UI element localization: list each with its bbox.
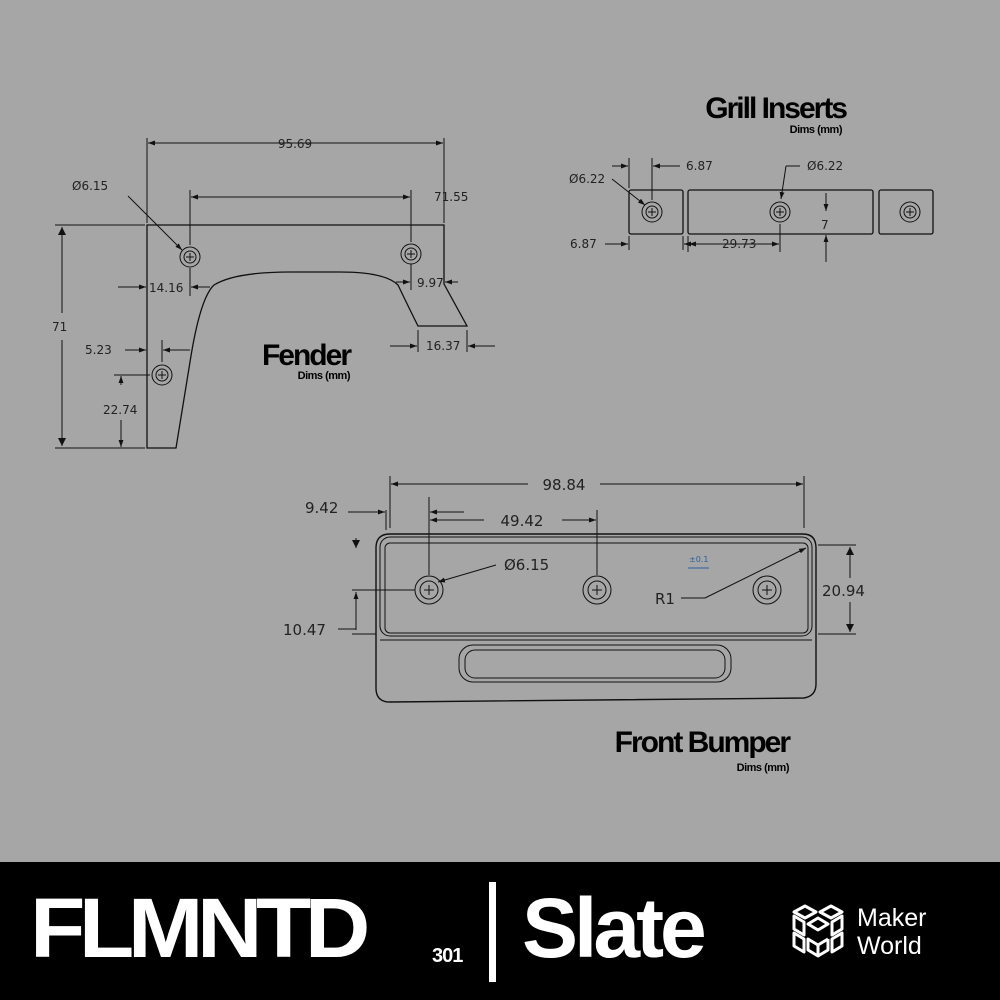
brand-divider [489,882,496,982]
grill-dim-hole-diameter-left: Ø6.22 [569,172,605,186]
fender-dim-tip-width: 16.37 [426,339,460,353]
bumper-dim-overall-width: 98.84 [543,476,586,494]
grill-dim-hole-offset-bottom: 6.87 [570,237,597,251]
grill-hole-center [769,201,791,223]
bumper-front-face [379,536,813,637]
grill-hole-left [641,201,663,223]
fender-units: Dims (mm) [298,370,351,382]
product-name: Slate [522,881,707,975]
fender-title: Fender [262,339,352,372]
fender-dim-hole-offset-left: 14.16 [149,281,183,295]
bumper-grill-slot [458,644,732,683]
bumper-dim-hole-diameter: Ø6.15 [504,556,549,574]
fender-hole-lower [151,364,173,386]
fender-dim-overall-width: 95.69 [278,137,312,151]
fender-outline [146,224,469,449]
bumper-outline [375,533,817,703]
grill-dim-hole-height: 7 [821,218,829,232]
grill-inserts-drawing [605,158,934,262]
bumper-hole-left [414,575,444,605]
bumper-dim-hole-spacing: 49.42 [501,512,544,530]
footer-bar: FLMNTD 301 Slate Maker World [0,862,1000,1000]
fender-dim-lower-hole-x: 5.23 [85,343,112,357]
bumper-dim-radius: R1 [655,590,675,608]
fender-dim-hole-diameter: Ø6.15 [72,179,108,193]
fender-dim-hole-offset-right: 9.97 [417,276,444,290]
grill-dim-center-half-length: 29.73 [722,237,756,251]
front-bumper-title: Front Bumper [615,726,792,759]
bumper-dim-edge-offset: 9.42 [305,499,338,517]
grill-inserts-title: Grill Inserts [705,92,847,125]
front-bumper-drawing [338,476,856,703]
fender-hole-top-right [400,243,422,265]
fender-dim-hole-spacing: 71.55 [434,190,468,204]
grill-hole-right [899,201,921,223]
bumper-dim-height: 20.94 [822,582,865,600]
front-bumper-units: Dims (mm) [737,762,790,774]
fender-dim-lower-hole-y: 22.74 [103,403,137,417]
grill-insert-left [628,189,684,235]
fender-drawing [55,138,495,449]
grill-inserts-units: Dims (mm) [790,124,843,136]
bumper-hole-right [752,575,782,605]
fender-hole-top-left [179,246,201,268]
bumper-tolerance: ±0.1 [689,555,708,564]
brand-number: 301 [432,945,463,967]
bumper-hole-center [582,575,612,605]
grill-insert-right [878,189,934,235]
bumper-dim-hole-center-y: 10.47 [283,621,326,639]
partner-name-line2: World [857,932,922,960]
partner-name-line1: Maker [857,904,927,932]
grill-dim-hole-diameter-center: Ø6.22 [807,159,843,173]
technical-drawing: 95.69 71.55 Ø6.15 71 14.16 9.97 16.37 5.… [52,92,934,774]
brand-name: FLMNTD [30,881,370,975]
fender-dim-height: 71 [52,320,67,334]
makerworld-cube-icon [792,904,844,958]
grill-dim-hole-offset-top: 6.87 [686,159,713,173]
